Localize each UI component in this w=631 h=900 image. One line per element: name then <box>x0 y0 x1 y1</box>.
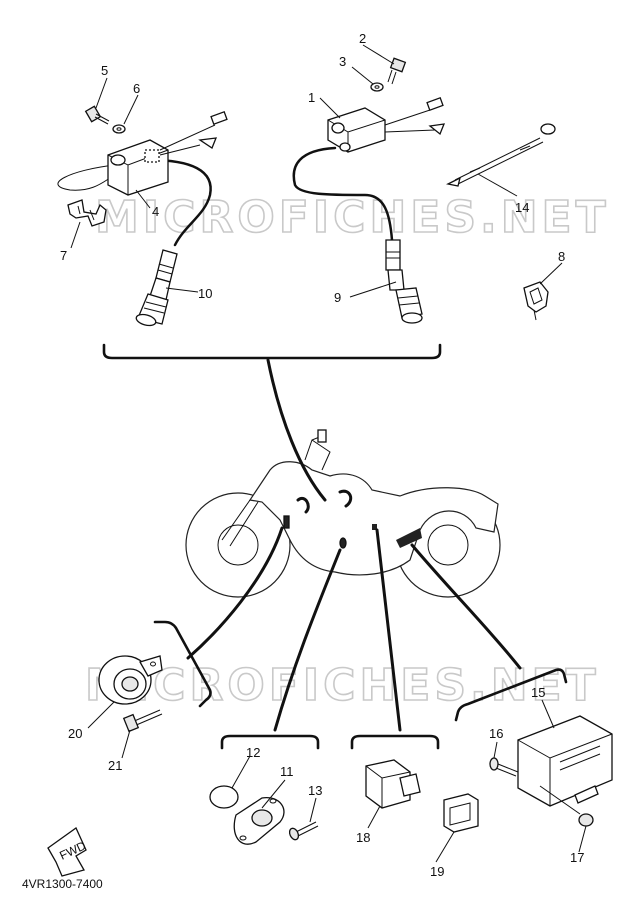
label-9: 9 <box>334 290 341 305</box>
o-ring-12 <box>209 785 239 809</box>
screw-13 <box>288 821 319 841</box>
bolt-5 <box>84 105 110 125</box>
label-1: 1 <box>308 90 315 105</box>
label-8: 8 <box>558 249 565 264</box>
clip-8 <box>523 281 549 321</box>
diagram-code: 4VR1300-7400 <box>22 877 103 891</box>
group-bracket-sensor <box>220 734 320 750</box>
part-labels: 5 6 1 2 3 4 7 10 9 14 8 15 20 21 12 11 1… <box>60 31 584 879</box>
label-16: 16 <box>489 726 503 741</box>
control-unit-15 <box>517 715 613 807</box>
leader-sensor <box>273 548 342 732</box>
group-bracket-horn <box>153 620 212 708</box>
label-19: 19 <box>430 864 444 879</box>
label-12: 12 <box>246 745 260 760</box>
leader-relay <box>375 528 402 732</box>
spark-plug-cap-10 <box>135 249 178 327</box>
spark-plug-cap-9 <box>385 239 423 324</box>
label-21: 21 <box>108 758 122 773</box>
bolt-16 <box>489 757 519 777</box>
label-18: 18 <box>356 830 370 845</box>
label-10: 10 <box>198 286 212 301</box>
group-bracket-top <box>102 343 442 360</box>
leader-horn <box>186 526 284 660</box>
leader-ecu <box>410 543 522 670</box>
label-11: 11 <box>280 764 294 779</box>
motorcycle-outline <box>185 429 501 598</box>
washer-6 <box>112 124 126 134</box>
label-20: 20 <box>68 726 82 741</box>
ignition-coil-right <box>292 97 446 242</box>
label-7: 7 <box>60 248 67 263</box>
label-6: 6 <box>133 81 140 96</box>
callout-lines <box>70 44 587 863</box>
watermark-bottom: MICROFICHES.NET <box>85 660 600 711</box>
bolt-21 <box>122 709 163 733</box>
group-bracket-relay <box>350 734 440 750</box>
clamp-7 <box>67 199 107 227</box>
nut-17 <box>539 785 594 827</box>
label-4: 4 <box>152 204 159 219</box>
label-15: 15 <box>531 685 545 700</box>
horn-20 <box>98 655 163 705</box>
label-17: 17 <box>570 850 584 865</box>
label-2: 2 <box>359 31 366 46</box>
sensor-11 <box>233 797 285 845</box>
group-bracket-ecu <box>454 668 568 722</box>
label-5: 5 <box>101 63 108 78</box>
watermark-top: MICROFICHES.NET <box>95 192 610 243</box>
relay-18 <box>365 759 421 809</box>
washer-3 <box>370 82 384 92</box>
ignition-coil-left <box>57 111 228 247</box>
fwd-arrow-icon: FWD <box>47 827 88 877</box>
label-14: 14 <box>515 200 529 215</box>
label-3: 3 <box>339 54 346 69</box>
label-13: 13 <box>308 783 322 798</box>
leader-ignition <box>266 358 327 502</box>
connector-19 <box>443 793 479 833</box>
ground-lead-14 <box>446 123 556 187</box>
